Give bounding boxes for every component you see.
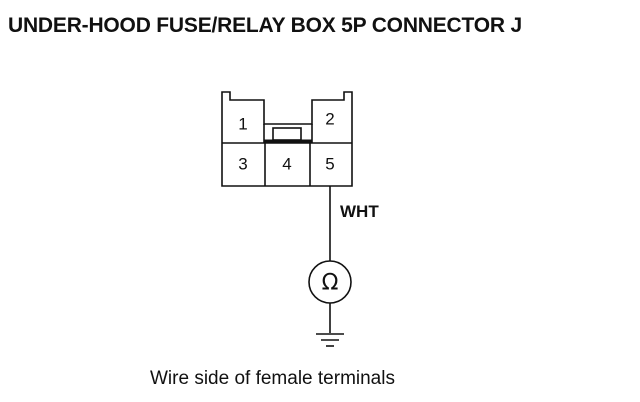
ohmmeter-icon: Ω xyxy=(308,260,352,304)
connector-housing xyxy=(221,91,353,187)
pin-3-label: 3 xyxy=(238,154,247,173)
pin-1-label: 1 xyxy=(238,114,247,133)
wire-color-label: WHT xyxy=(340,202,379,221)
ohm-symbol: Ω xyxy=(322,271,339,296)
diagram-title: UNDER-HOOD FUSE/RELAY BOX 5P CONNECTOR J xyxy=(8,14,522,37)
pin-5-label: 5 xyxy=(325,154,334,173)
pin-4-label: 4 xyxy=(282,154,291,173)
pin-2-label: 2 xyxy=(325,109,334,128)
view-caption: Wire side of female terminals xyxy=(150,368,395,389)
locking-tab xyxy=(272,127,302,141)
ground-icon xyxy=(316,333,344,347)
